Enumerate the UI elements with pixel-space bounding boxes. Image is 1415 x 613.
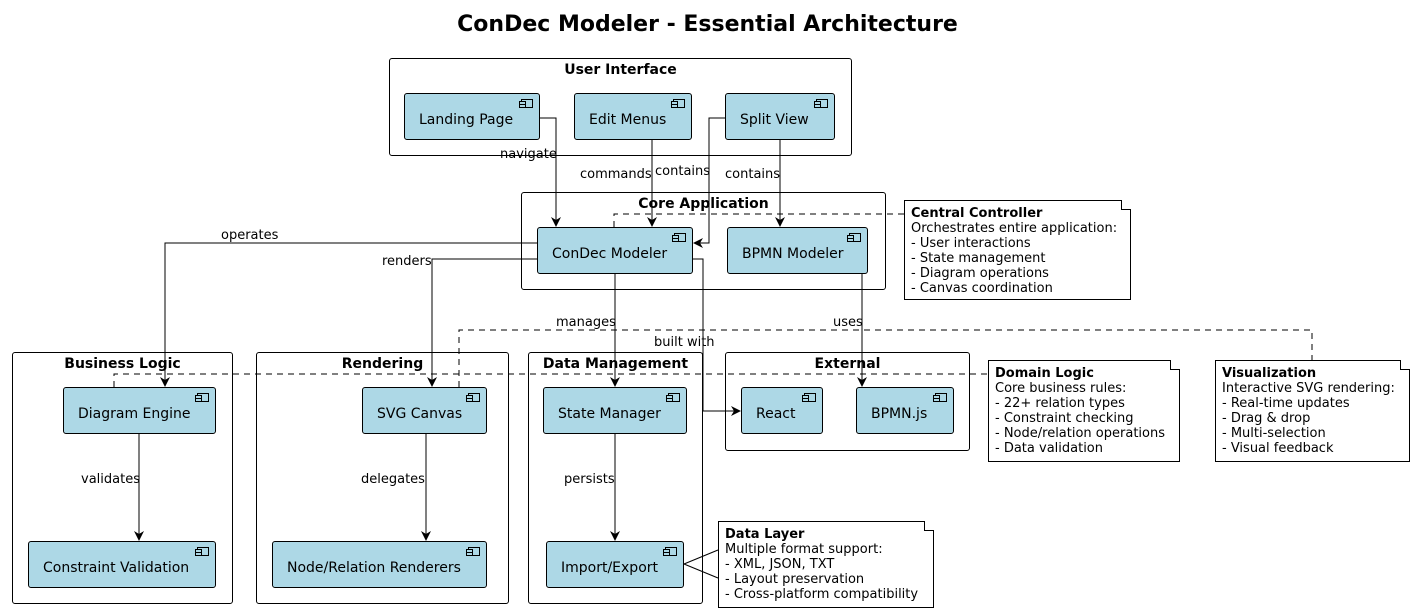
component-condec-modeler[interactable]: ConDec Modeler — [537, 227, 693, 274]
note-line: - User interactions — [911, 236, 1031, 251]
edge-navigate — [540, 117, 561, 227]
component-icon — [519, 99, 533, 108]
note-line: - Canvas coordination — [911, 281, 1053, 296]
component-icon — [195, 393, 209, 402]
component-icon — [671, 99, 685, 108]
edge-operates — [160, 242, 537, 387]
note-line: - Real-time updates — [1222, 396, 1350, 411]
note-line: - Data validation — [995, 441, 1103, 456]
component-label: Diagram Engine — [78, 405, 191, 422]
note-title: Domain Logic — [995, 366, 1094, 381]
note-central-controller: Central Controller Orchestrates entire a… — [904, 200, 1131, 300]
note-line: Core business rules: — [995, 381, 1127, 396]
note-link-central — [613, 213, 904, 227]
note-corner — [1400, 360, 1410, 370]
note-data-layer: Data Layer Multiple format support: - XM… — [718, 521, 934, 608]
component-state-manager[interactable]: State Manager — [543, 387, 687, 434]
component-label: React — [756, 405, 796, 422]
component-icon — [814, 99, 828, 108]
component-edit-menus[interactable]: Edit Menus — [574, 93, 692, 140]
component-constraint-validation[interactable]: Constraint Validation — [28, 541, 216, 588]
package-label: Business Logic — [64, 356, 181, 372]
edge-label-commands: commands — [580, 167, 652, 182]
note-visualization: Visualization Interactive SVG rendering:… — [1215, 360, 1410, 462]
component-import-export[interactable]: Import/Export — [546, 541, 684, 588]
note-line: - XML, JSON, TXT — [725, 557, 835, 572]
note-line: - Node/relation operations — [995, 426, 1165, 441]
component-label: Node/Relation Renderers — [287, 559, 461, 576]
note-line: - 22+ relation types — [995, 396, 1125, 411]
note-line: - Diagram operations — [911, 266, 1049, 281]
note-line: - Constraint checking — [995, 411, 1134, 426]
component-label: Constraint Validation — [43, 559, 190, 576]
edge-contains-condec — [693, 117, 725, 248]
edge-label-renders: renders — [382, 254, 432, 269]
note-line: - Cross-platform compatibility — [725, 587, 919, 602]
edge-label-operates: operates — [221, 228, 279, 243]
note-line: - Layout preservation — [725, 572, 865, 587]
package-label: Core Application — [638, 196, 769, 212]
component-node-relation-renderers[interactable]: Node/Relation Renderers — [272, 541, 487, 588]
edge-label-contains-condec: contains — [655, 164, 711, 179]
note-link-domain — [113, 373, 988, 387]
note-title: Central Controller — [911, 206, 1043, 221]
edge-label-built-with: built with — [654, 335, 715, 350]
edge-label-delegates: delegates — [361, 472, 425, 487]
component-icon — [195, 547, 209, 556]
edge-label-manages: manages — [556, 315, 616, 330]
component-diagram-engine[interactable]: Diagram Engine — [63, 387, 216, 434]
component-react[interactable]: React — [741, 387, 823, 434]
component-label: Edit Menus — [589, 111, 667, 128]
note-corner — [1170, 360, 1180, 370]
note-line: - Multi-selection — [1222, 426, 1326, 441]
component-bpmn-modeler[interactable]: BPMN Modeler — [727, 227, 868, 274]
note-title: Data Layer — [725, 527, 805, 542]
note-link-visual — [458, 329, 1313, 387]
component-bpmnjs[interactable]: BPMN.js — [856, 387, 954, 434]
note-line: Orchestrates entire application: — [911, 221, 1118, 236]
component-label: BPMN.js — [871, 405, 928, 422]
note-link-datalayer — [683, 549, 719, 579]
component-label: State Manager — [558, 405, 661, 422]
note-corner — [1121, 200, 1131, 210]
edge-label-navigate: navigate — [500, 147, 557, 162]
component-label: Import/Export — [561, 559, 659, 576]
component-label: Landing Page — [419, 111, 514, 128]
component-split-view[interactable]: Split View — [725, 93, 835, 140]
component-icon — [802, 393, 816, 402]
edge-built-with — [693, 258, 741, 416]
component-icon — [847, 233, 861, 242]
component-label: SVG Canvas — [377, 405, 463, 422]
edge-label-persists: persists — [564, 472, 615, 487]
edge-label-uses: uses — [833, 315, 863, 330]
note-domain-logic: Domain Logic Core business rules: - 22+ … — [988, 360, 1180, 462]
note-title: Visualization — [1222, 366, 1317, 381]
note-line: Multiple format support: — [725, 542, 883, 557]
note-line: - Visual feedback — [1222, 441, 1334, 456]
package-label: External — [814, 356, 881, 372]
component-icon — [672, 233, 686, 242]
note-line: - State management — [911, 251, 1046, 266]
edge-label-contains-bpmn: contains — [725, 167, 781, 182]
component-landing-page[interactable]: Landing Page — [404, 93, 540, 140]
component-icon — [466, 393, 480, 402]
component-svg-canvas[interactable]: SVG Canvas — [362, 387, 487, 434]
component-icon — [666, 393, 680, 402]
note-corner — [924, 521, 934, 531]
component-icon — [663, 547, 677, 556]
edge-renders — [427, 258, 537, 387]
diagram-title: ConDec Modeler - Essential Architecture — [457, 12, 958, 37]
component-label: BPMN Modeler — [742, 245, 844, 262]
note-line: - Drag & drop — [1222, 411, 1311, 426]
component-label: ConDec Modeler — [552, 245, 668, 262]
package-label: User Interface — [564, 62, 677, 78]
component-icon — [933, 393, 947, 402]
package-label: Rendering — [341, 356, 424, 372]
note-line: Interactive SVG rendering: — [1222, 381, 1395, 396]
edge-label-validates: validates — [81, 472, 140, 487]
component-label: Split View — [740, 111, 809, 128]
component-icon — [466, 547, 480, 556]
